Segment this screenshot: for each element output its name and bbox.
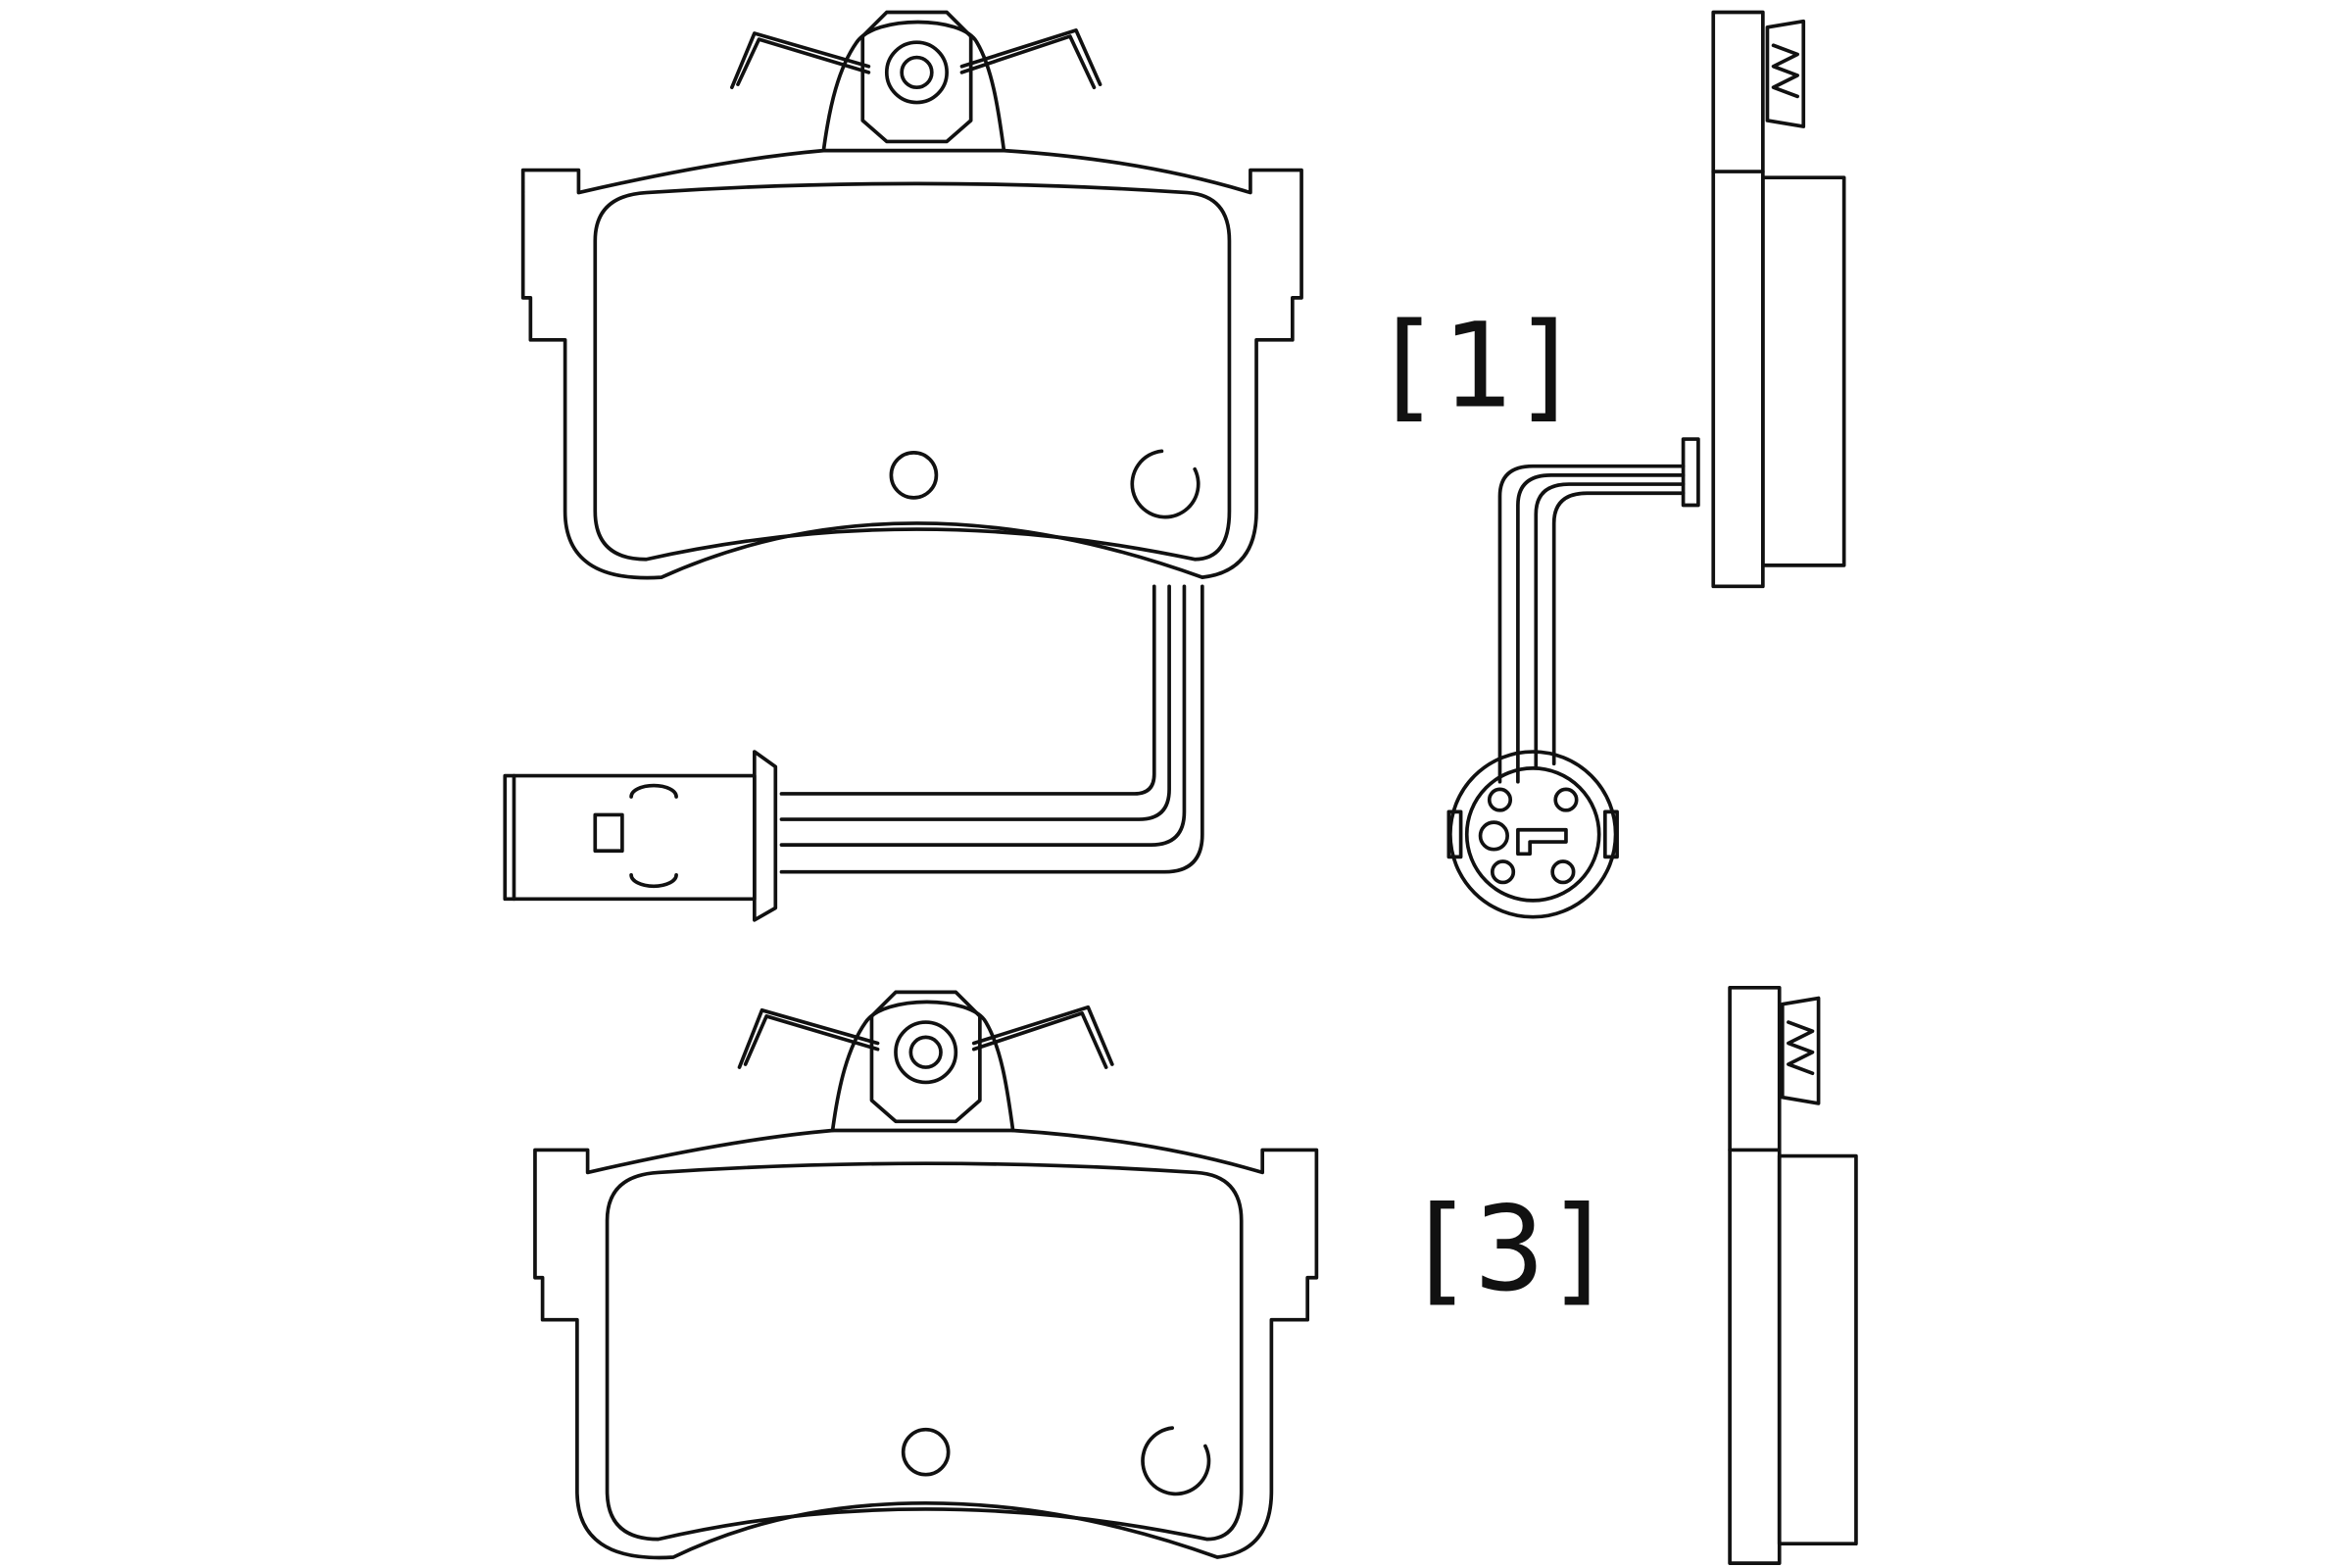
pad-1-sensor-connector xyxy=(503,750,778,922)
pad-3-open-hole xyxy=(1141,1426,1211,1496)
pad-1-side-view xyxy=(1446,10,1846,919)
pad-3-spring-clip xyxy=(737,990,1114,1133)
pad-1-open-hole xyxy=(1130,449,1200,519)
pad-1-friction-material xyxy=(593,181,1232,562)
pad-3-label: [3] xyxy=(1403,1182,1615,1318)
pad-1-label: [1] xyxy=(1371,298,1583,434)
pad-3-side-view xyxy=(1728,985,1858,1565)
pad-3-friction-material xyxy=(605,1161,1244,1542)
pad-3-backing-plate xyxy=(533,1128,1319,1560)
pad-3-front-view xyxy=(533,990,1319,1560)
pad-1-backing-plate xyxy=(520,148,1303,580)
pad-1-hole xyxy=(889,451,939,500)
pad-1-sensor-wires xyxy=(779,584,1204,874)
pad-3-hole xyxy=(901,1427,951,1477)
pad-1-spring-clip xyxy=(729,10,1102,153)
pad-1-front-view xyxy=(503,10,1303,922)
pad-1-connector-end-view xyxy=(1448,750,1618,919)
